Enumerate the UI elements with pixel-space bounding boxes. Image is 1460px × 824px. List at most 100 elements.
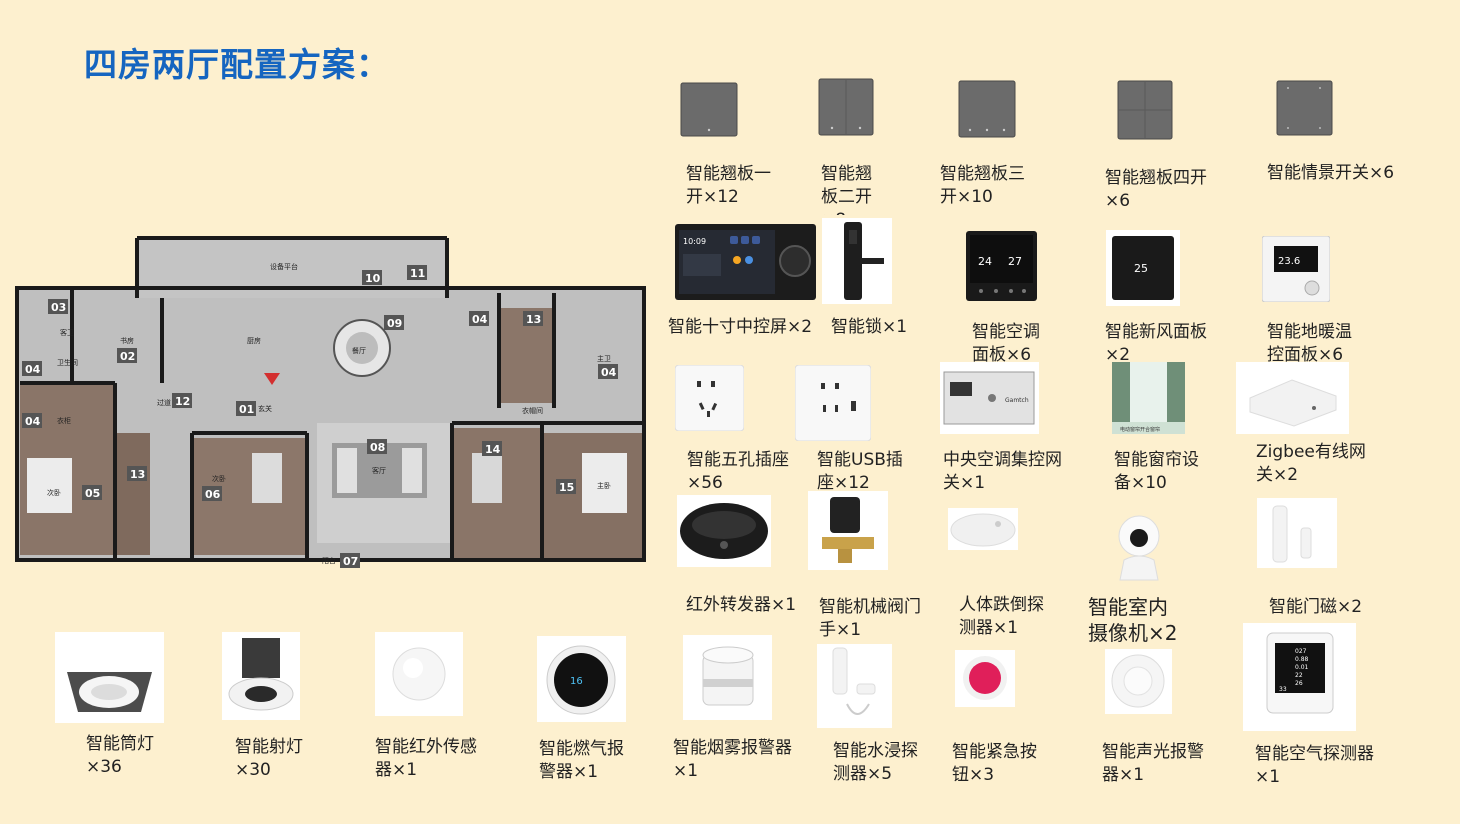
spotlight-image <box>222 632 300 720</box>
product-label: 智能紧急按 钮×3 <box>952 742 1037 785</box>
one-gang-switch-image <box>680 82 738 137</box>
product-label: Zigbee有线网 关×2 <box>1256 442 1366 485</box>
room-label: 主卧 <box>597 481 611 490</box>
room-number: 13 <box>130 468 145 481</box>
room-number: 06 <box>205 488 221 501</box>
product-label: 智能翘板一 开×12 <box>686 164 771 207</box>
ac-gateway-image: Gamtch <box>940 362 1039 434</box>
room-label: 衣帽间 <box>522 406 543 415</box>
room-label: 书房 <box>120 336 134 345</box>
room-label: 阳台 <box>322 556 336 565</box>
product-label: 智能声光报警 器×1 <box>1102 742 1204 785</box>
room-label: 餐厅 <box>352 346 366 355</box>
product-label: 智能燃气报 警器×1 <box>539 739 624 782</box>
gas-alarm-image: 16 <box>537 636 626 722</box>
room-label: 次卧 <box>212 474 226 483</box>
three-gang-switch-image <box>958 80 1016 138</box>
air-row: 027 <box>1295 648 1307 655</box>
five-hole-socket-image <box>675 365 744 431</box>
room-label: 衣柜 <box>57 416 71 425</box>
room-label: 厨房 <box>247 336 261 345</box>
room-label: 设备平台 <box>270 262 298 271</box>
scene-switch-image <box>1276 80 1333 136</box>
ir-blaster-image <box>677 495 771 567</box>
control-panel-image: 10:09 <box>675 224 816 300</box>
product-label: 智能情景开关×6 <box>1267 163 1395 183</box>
emergency-button-image <box>955 650 1015 707</box>
room-label: 客厅 <box>372 466 386 475</box>
room-label: 次卧 <box>47 488 61 497</box>
room-number: 05 <box>85 487 100 500</box>
product-label: 智能空气探测器 ×1 <box>1255 744 1374 787</box>
gateway-brand: Gamtch <box>1005 397 1029 404</box>
room-number: 08 <box>370 441 385 454</box>
room-number: 12 <box>175 395 190 408</box>
room-number: 02 <box>120 350 135 363</box>
product-label: 智能机械阀门 手×1 <box>819 597 921 640</box>
air-row: 0.01 <box>1295 664 1309 671</box>
room-label: 卫生间 <box>57 358 78 367</box>
smoke-alarm-image <box>683 635 772 720</box>
product-label: 智能翘 板二开 ×8 <box>821 164 872 215</box>
four-gang-switch-image <box>1117 80 1173 140</box>
room-label: 客卫 <box>60 328 74 337</box>
room-number: 15 <box>559 481 574 494</box>
two-gang-switch-image <box>818 78 874 136</box>
product-label: 智能射灯 ×30 <box>235 737 303 780</box>
room-number: 04 <box>25 415 41 428</box>
room-number: 13 <box>526 313 541 326</box>
air-row: 0.88 <box>1295 656 1309 663</box>
usb-socket-image <box>795 365 871 441</box>
product-label: 智能空调 面板×6 <box>972 322 1040 365</box>
air-row: 33 <box>1279 686 1287 693</box>
product-label: 智能翘板三 开×10 <box>940 164 1025 207</box>
room-number: 10 <box>365 272 381 285</box>
product-label: 中央空调集控网 关×1 <box>943 450 1062 493</box>
product-label: 智能室内 摄像机×2 <box>1088 595 1178 645</box>
room-label: 过道 <box>157 398 171 407</box>
gas-reading: 16 <box>570 676 583 687</box>
curtain-image: 电动窗帘开合窗帘 <box>1112 362 1185 434</box>
curtain-caption: 电动窗帘开合窗帘 <box>1120 426 1160 433</box>
fall-detector-image <box>948 508 1018 550</box>
panel-time: 10:09 <box>683 237 706 246</box>
page-title: 四房两厅配置方案： <box>84 45 390 84</box>
room-number: 01 <box>239 403 254 416</box>
sound-light-alarm-image <box>1105 649 1172 714</box>
air-row: 26 <box>1295 680 1303 687</box>
water-leak-sensor-image <box>817 644 892 728</box>
product-label: 智能窗帘设 备×10 <box>1114 450 1199 493</box>
product-label: 智能门磁×2 <box>1269 597 1363 617</box>
room-number: 11 <box>410 267 425 280</box>
room-number: 03 <box>51 301 66 314</box>
product-label: 人体跌倒探 测器×1 <box>959 595 1044 638</box>
room-number: 04 <box>25 363 41 376</box>
product-label: 智能筒灯 ×36 <box>86 734 154 777</box>
product-label: 智能地暖温 控面板×6 <box>1267 322 1352 365</box>
ac-right-temp: 27 <box>1008 255 1022 268</box>
svg-text:04: 04 <box>472 313 488 326</box>
infrared-sensor-image <box>375 632 463 716</box>
indoor-camera-image <box>1112 512 1167 584</box>
product-label: 智能新风面板 ×2 <box>1105 322 1207 365</box>
product-label: 智能十寸中控屏×2 <box>668 317 813 337</box>
fresh-air-value: 25 <box>1134 262 1148 275</box>
room-label: 玄关 <box>258 404 272 413</box>
ac-left-temp: 24 <box>978 255 992 268</box>
room-label: 主卫 <box>597 354 611 363</box>
air-quality-detector-image: 027 0.88 0.01 22 26 33 <box>1243 623 1356 731</box>
air-row: 22 <box>1295 672 1303 679</box>
product-label: 红外转发器×1 <box>686 595 797 615</box>
room-number: 14 <box>485 443 501 456</box>
product-label: 智能烟雾报警器 ×1 <box>673 738 792 781</box>
smart-lock-image <box>822 218 892 304</box>
room-number: 07 <box>343 555 358 568</box>
zigbee-gateway-image <box>1236 362 1349 434</box>
valve-manipulator-image <box>808 491 888 570</box>
fresh-air-panel-image: 25 <box>1106 230 1180 306</box>
ac-panel-image: 24 27 <box>966 231 1037 301</box>
door-sensor-image <box>1257 498 1337 568</box>
product-label: 智能USB插 座×12 <box>817 450 903 493</box>
room-number: 09 <box>387 317 402 330</box>
floor-heating-panel-image: 23.6 <box>1262 236 1330 302</box>
